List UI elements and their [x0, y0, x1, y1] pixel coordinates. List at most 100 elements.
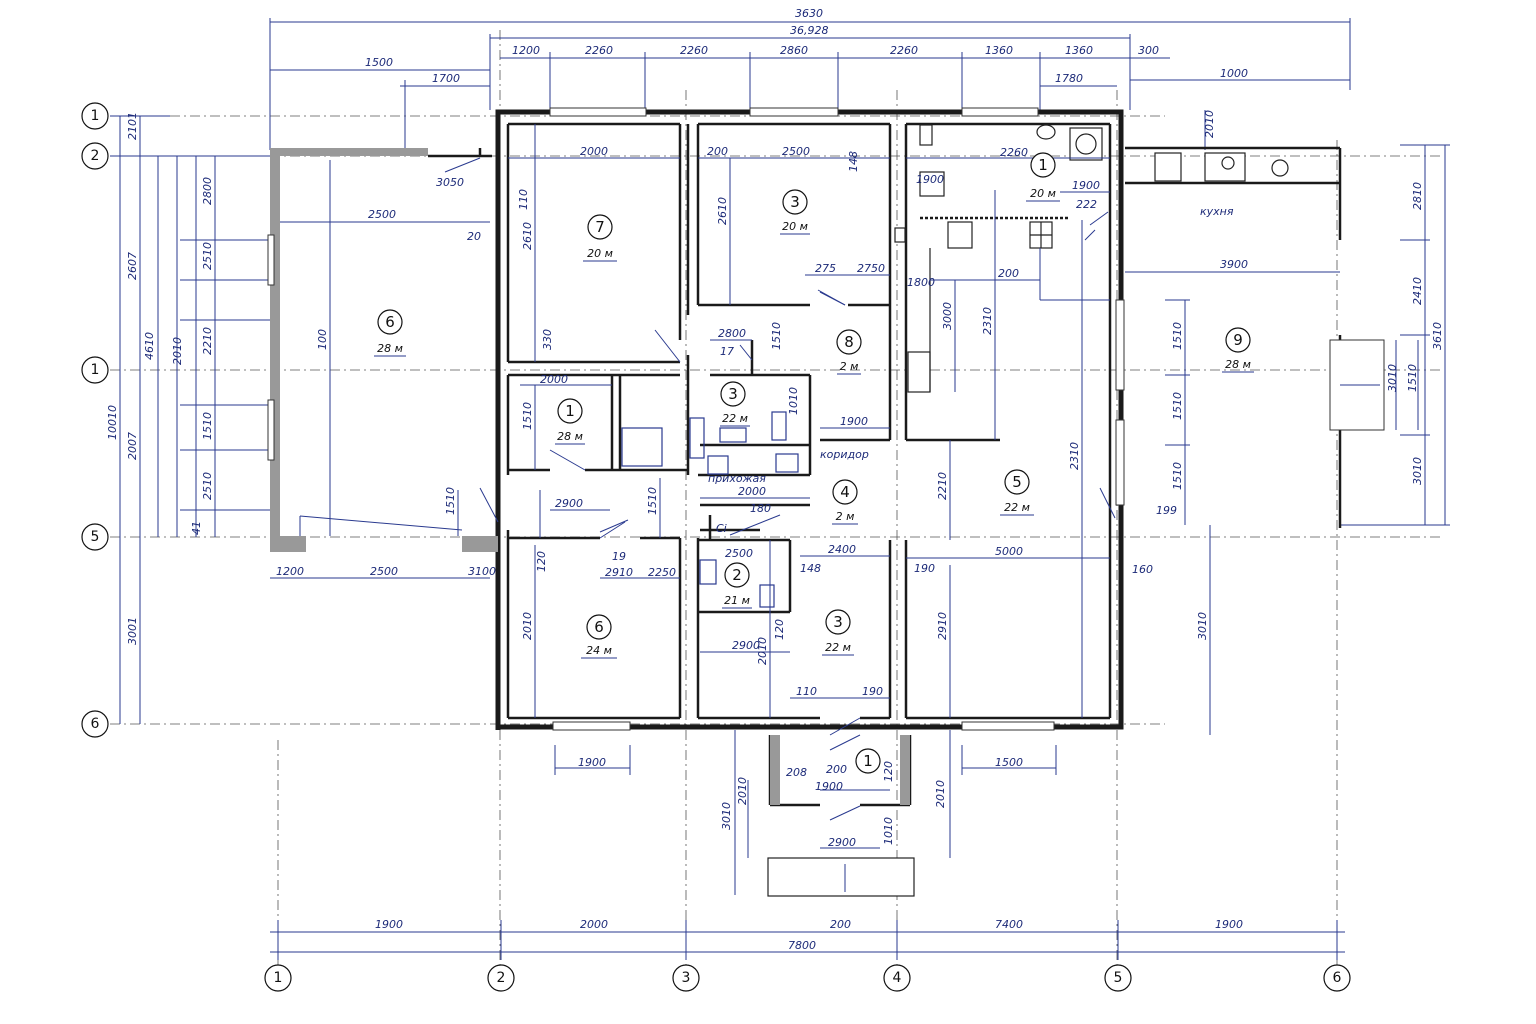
porch-dim-200: 200 [826, 763, 847, 776]
garage-dim-20: 20 [467, 230, 481, 243]
c-dim-2300: 2900 [555, 497, 583, 510]
room-num: 7 [595, 218, 605, 236]
dim-left-5: 2007 [126, 432, 139, 460]
axis-markers-left: 1 2 1 5 6 [81, 102, 109, 738]
axis-label-left-5: 6 [91, 716, 100, 732]
r3-dim-200: 200 [707, 145, 728, 158]
dim-right-2810: 2810 [1411, 182, 1424, 210]
k-dim-2310b: 2310 [1068, 442, 1081, 470]
porch-dim-2900: 2900 [828, 836, 856, 849]
k-tag-222: 222 [1076, 198, 1097, 211]
room-num: 1 [565, 402, 575, 420]
dim-right-1510: 1510 [1406, 364, 1419, 392]
k-dim-2210: 2210 [936, 472, 949, 500]
k-dim-1900: 1900 [1072, 179, 1100, 192]
c-dim-142: 148 [800, 562, 821, 575]
k-dim-190: 190 [914, 562, 935, 575]
dimensions-left: 2101 2607 4610 2010 2007 3001 10010 2800… [106, 112, 270, 724]
room-num: 2 [732, 566, 742, 584]
room-area: 20 м [782, 220, 808, 233]
c-dim-2910: 2910 [605, 566, 633, 579]
porch-dim-120: 120 [882, 761, 895, 782]
c-dim-2010: 2010 [521, 612, 534, 640]
room-area: 28 м [377, 342, 403, 355]
c-dim-1510: 1510 [521, 402, 534, 430]
c-dim-121: 120 [773, 619, 786, 640]
dim-left-6: 3001 [126, 617, 139, 645]
room-tag-bath-2: 2 21 м [722, 562, 752, 609]
room-area: 20 м [1030, 187, 1056, 200]
axis-label-2: 2 [497, 970, 506, 986]
room-area: 2 м [840, 360, 859, 373]
dim-r9-1510b: 1510 [1171, 392, 1184, 420]
r3-dim-2500: 2500 [782, 145, 810, 158]
room-tag-porch-1: 1 [855, 748, 881, 774]
room-num: 5 [1012, 473, 1022, 491]
room-area: 20 м [587, 247, 613, 260]
dim-top-1000: 1000 [1220, 67, 1248, 80]
c-dim-110: 110 [796, 685, 817, 698]
room-tag-1-mid: 1 28 м [555, 398, 585, 445]
room-num: 1 [863, 752, 873, 770]
porch-tag-208: 208 [786, 766, 807, 779]
c-dim-2000: 2000 [540, 373, 568, 386]
porch-dim-2010: 2010 [934, 780, 947, 808]
axis-label-left-1: 1 [91, 108, 100, 124]
dim-top-1780: 1780 [1055, 72, 1083, 85]
c-dim-2400: 2400 [828, 543, 856, 556]
b-dim-1500: 1500 [995, 756, 1023, 769]
c-dim-2250: 2250 [648, 566, 676, 579]
dim-right-3010: 3010 [1411, 457, 1424, 485]
c-dim-2900: 2900 [732, 639, 760, 652]
room-tag-bedroom-3-top: 3 20 м [780, 189, 810, 235]
porch: 200 1900 2900 3010 2010 1010 2010 120 20… [720, 730, 951, 897]
dim-top-1700: 1700 [432, 72, 460, 85]
dim-bottom-1: 1900 [375, 918, 403, 931]
garage-dim-3100: 3100 [468, 565, 496, 578]
room-tag-4: 4 2 м [832, 479, 858, 525]
dim-right-2410: 2410 [1411, 277, 1424, 305]
r3-dim-2750: 2750 [857, 262, 885, 275]
c-dim-1900: 1900 [840, 415, 868, 428]
porch-dim-1900: 1900 [815, 780, 843, 793]
dim-r9-1510a: 1510 [1171, 322, 1184, 350]
dim-top-1: 1200 [512, 44, 540, 57]
dim-r9-3010: 3010 [1196, 612, 1209, 640]
dim-r9-2510: 2010 [1203, 110, 1216, 138]
k-dim-2260: 2260 [1000, 146, 1028, 159]
axis-label-1: 1 [274, 970, 283, 986]
room-tag-bedroom-6: 6 24 м [581, 614, 617, 659]
dim-bottom-5: 1900 [1215, 918, 1243, 931]
room-num: 8 [844, 333, 854, 351]
dim-left-7: 10010 [106, 405, 119, 440]
garage: 2500 100 3050 20 1200 2500 3100 1510 [267, 148, 499, 579]
room-tag-3-lower: 3 22 м [822, 609, 854, 656]
garage-dim-1510: 1510 [444, 487, 457, 515]
dim-top-1500: 1500 [365, 56, 393, 69]
dim-top-7: 1360 [1065, 44, 1093, 57]
axis-label-left-4: 5 [91, 529, 100, 545]
porch-dim-1010: 1010 [882, 817, 895, 845]
axis-label-6: 6 [1333, 970, 1342, 986]
dim-top-inner: 36,928 [790, 24, 829, 37]
c-dim-190: 190 [862, 685, 883, 698]
room-num: 3 [790, 193, 800, 211]
garage-dim-100: 100 [316, 329, 329, 350]
c-tag-17: 17 [720, 345, 734, 358]
dim-left-10: 2210 [201, 327, 214, 355]
dim-bottom-3: 200 [830, 918, 851, 931]
r7-dim-110: 110 [517, 189, 530, 210]
dim-left-11: 1510 [201, 412, 214, 440]
dim-left-1: 2101 [126, 112, 139, 140]
k-dim-200: 200 [998, 267, 1019, 280]
dimensions-top: 3630 36,928 1200 2260 2260 2860 2260 136… [269, 7, 1351, 150]
room-area: 28 м [557, 430, 583, 443]
dim-left-4: 2010 [171, 337, 184, 365]
room-num: 9 [1233, 331, 1243, 349]
dim-bottom-2: 2000 [580, 918, 608, 931]
c-dim-2000b: 2000 [738, 485, 766, 498]
room-tags: 6 28 м 7 20 м 3 20 м 1 20 м 9 28 м [374, 152, 1254, 774]
garage-dim-3050: 3050 [436, 176, 464, 189]
c-dim-300: 2500 [725, 547, 753, 560]
dim-top-4: 2860 [780, 44, 808, 57]
